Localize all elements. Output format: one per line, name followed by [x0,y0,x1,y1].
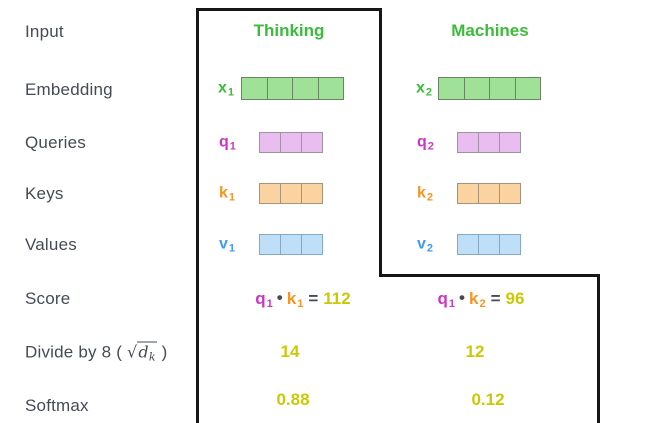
vector-label-x1: x1 [218,79,235,99]
vector-cell [301,133,322,152]
row-label-embedding: Embedding [25,80,113,99]
outline-top-border [196,8,382,11]
divide-label-suffix: ) [156,342,168,362]
vector-cell [266,78,292,99]
vector-cell [489,78,515,99]
outline-left-border [196,8,199,423]
score-value: 96 [505,289,525,308]
score-equals: = [308,289,319,308]
vector-cell [280,133,301,152]
vector-cell [478,235,499,254]
row-label-softmax: Softmax [25,396,89,415]
score-dot: • [276,288,283,307]
vector-boxes-k2 [457,183,521,204]
vector-cell [301,184,322,203]
vector-boxes-v2 [457,234,521,255]
vector-cell [458,133,478,152]
vector-cell [463,78,489,99]
score-expression-thinking: q1•k1=112 [255,288,350,310]
softmax-value-thinking: 0.88 [276,390,310,409]
score-k-term: k1 [286,289,304,310]
vector-boxes-v1 [259,234,323,255]
row-label-divide-by-8: Divide by 8 ( √dk ) [25,341,168,364]
vector-boxes-x1 [241,77,344,100]
score-equals: = [490,289,501,308]
vector-cell [292,78,318,99]
outline-right-upper-border [379,8,382,277]
row-label-score: Score [25,289,71,308]
vector-cell [478,133,499,152]
vector-cell [280,235,301,254]
row-label-input: Input [25,22,64,41]
vector-boxes-x2 [438,77,541,100]
row-label-queries: Queries [25,133,86,152]
divide-label-prefix: Divide by 8 ( [25,342,128,362]
divided-score-thinking: 14 [280,342,300,361]
vector-cell [439,78,464,99]
score-value: 112 [323,289,351,308]
vector-label-k1: k1 [219,184,236,204]
vector-cell [317,78,343,99]
vector-cell [499,235,520,254]
vector-cell [260,235,280,254]
vector-cell [260,184,280,203]
vector-cell [260,133,280,152]
vector-boxes-q1 [259,132,323,153]
vector-cell [458,184,478,203]
softmax-value-machines: 0.12 [471,390,505,409]
sqrt-symbol: √ [127,342,138,362]
sqrt-radicand-subscript: k [148,350,156,364]
score-k-term: k2 [469,289,486,310]
vector-cell [514,78,540,99]
vector-label-q1: q1 [219,133,236,153]
vector-boxes-q2 [457,132,521,153]
divided-score-machines: 12 [465,342,485,361]
vector-cell [499,184,520,203]
vector-label-x2: x2 [416,79,433,99]
vector-cell [458,235,478,254]
vector-cell [499,133,520,152]
score-dot: • [459,288,466,307]
sqrt-radicand: d [138,342,149,362]
vector-cell [242,78,267,99]
vector-label-v2: v2 [417,235,434,255]
column-header-machines: Machines [451,21,529,40]
row-label-values: Values [25,235,77,254]
row-label-keys: Keys [25,184,64,203]
score-q-term: q1 [255,289,273,310]
vector-cell [280,184,301,203]
sqrt-dk-formula: √dk [127,341,157,364]
vector-boxes-k1 [259,183,323,204]
outline-right-lower-border [597,274,600,423]
column-header-thinking: Thinking [253,21,325,40]
score-expression-machines: q1•k2=96 [438,288,525,310]
outline-step-border [379,274,600,277]
vector-cell [478,184,499,203]
score-q-term: q1 [437,289,456,310]
vector-label-k2: k2 [417,184,434,204]
vector-label-q2: q2 [417,133,434,153]
vector-label-v1: v1 [219,235,236,255]
vector-cell [301,235,322,254]
